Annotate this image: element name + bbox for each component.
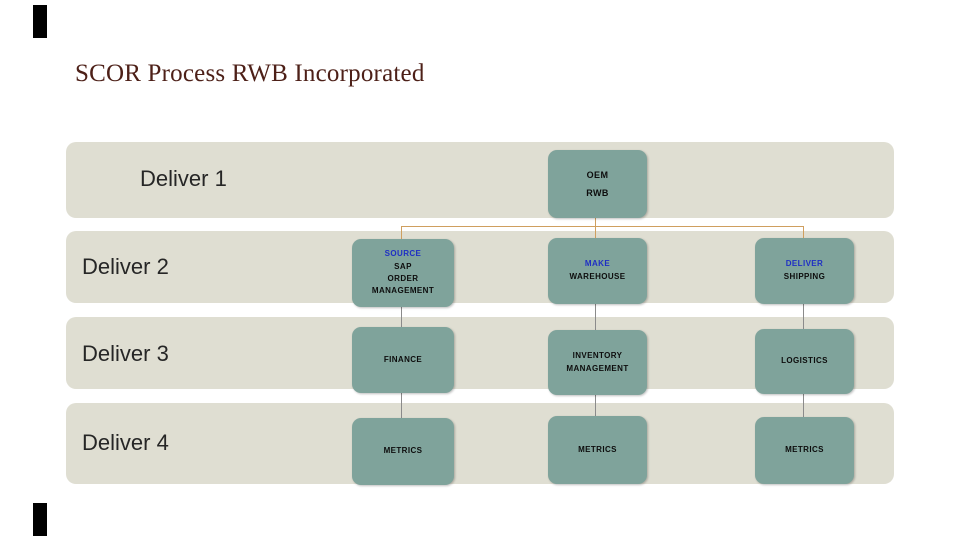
slide-title: SCOR Process RWB Incorporated xyxy=(75,60,425,87)
connector-drop-source xyxy=(401,226,402,239)
connector-inventory-metrics xyxy=(595,391,596,416)
node-metrics-deliver-label: METRICS xyxy=(785,445,824,455)
connector-make-inventory xyxy=(595,300,596,330)
node-oem-line1: OEM xyxy=(586,170,609,180)
row-label-deliver-3: Deliver 3 xyxy=(82,341,169,366)
node-deliver: DELIVER SHIPPING xyxy=(755,238,854,304)
node-finance: FINANCE xyxy=(352,327,454,393)
left-bottom-accent-bar xyxy=(33,503,47,536)
node-inventory-management: INVENTORY MANAGEMENT xyxy=(548,330,647,395)
node-make-sub1: WAREHOUSE xyxy=(569,272,626,281)
node-oem-rwb: OEM RWB xyxy=(548,150,647,218)
node-inventory-label: INVENTORY MANAGEMENT xyxy=(566,350,629,373)
row-label-deliver-4: Deliver 4 xyxy=(82,430,169,455)
connector-root-drop xyxy=(595,214,596,226)
node-make: MAKE WAREHOUSE xyxy=(548,238,647,304)
row-label-deliver-2: Deliver 2 xyxy=(82,254,169,279)
node-metrics-deliver: METRICS xyxy=(755,417,854,484)
connector-drop-make xyxy=(595,226,596,238)
node-source-title: SOURCE xyxy=(384,249,422,259)
node-deliver-title: DELIVER xyxy=(785,259,824,269)
connector-finance-metrics xyxy=(401,389,402,418)
node-logistics: LOGISTICS xyxy=(755,329,854,394)
node-source-sub1: SAP xyxy=(394,261,412,271)
node-source-sub2: ORDER xyxy=(387,274,419,283)
node-metrics-source: METRICS xyxy=(352,418,454,485)
node-source-sub3: MANAGEMENT xyxy=(371,286,435,296)
node-make-title: MAKE xyxy=(584,259,611,269)
row-label-deliver-1: Deliver 1 xyxy=(140,166,227,191)
row-band-deliver-1 xyxy=(66,142,894,218)
node-oem-line2: RWB xyxy=(586,188,609,198)
node-source: SOURCE SAP ORDER MANAGEMENT xyxy=(352,239,454,307)
node-finance-label: FINANCE xyxy=(383,354,423,364)
connector-drop-deliver xyxy=(803,226,804,238)
connector-deliver-logistics xyxy=(803,300,804,329)
node-deliver-sub1: SHIPPING xyxy=(783,272,826,281)
left-top-accent-bar xyxy=(33,5,47,38)
node-metrics-make-label: METRICS xyxy=(578,444,617,454)
connector-logistics-metrics xyxy=(803,390,804,417)
node-metrics-source-label: METRICS xyxy=(383,446,423,456)
connector-source-finance xyxy=(401,303,402,327)
connector-rail xyxy=(401,226,803,227)
node-logistics-label: LOGISTICS xyxy=(781,356,828,366)
node-metrics-make: METRICS xyxy=(548,416,647,484)
